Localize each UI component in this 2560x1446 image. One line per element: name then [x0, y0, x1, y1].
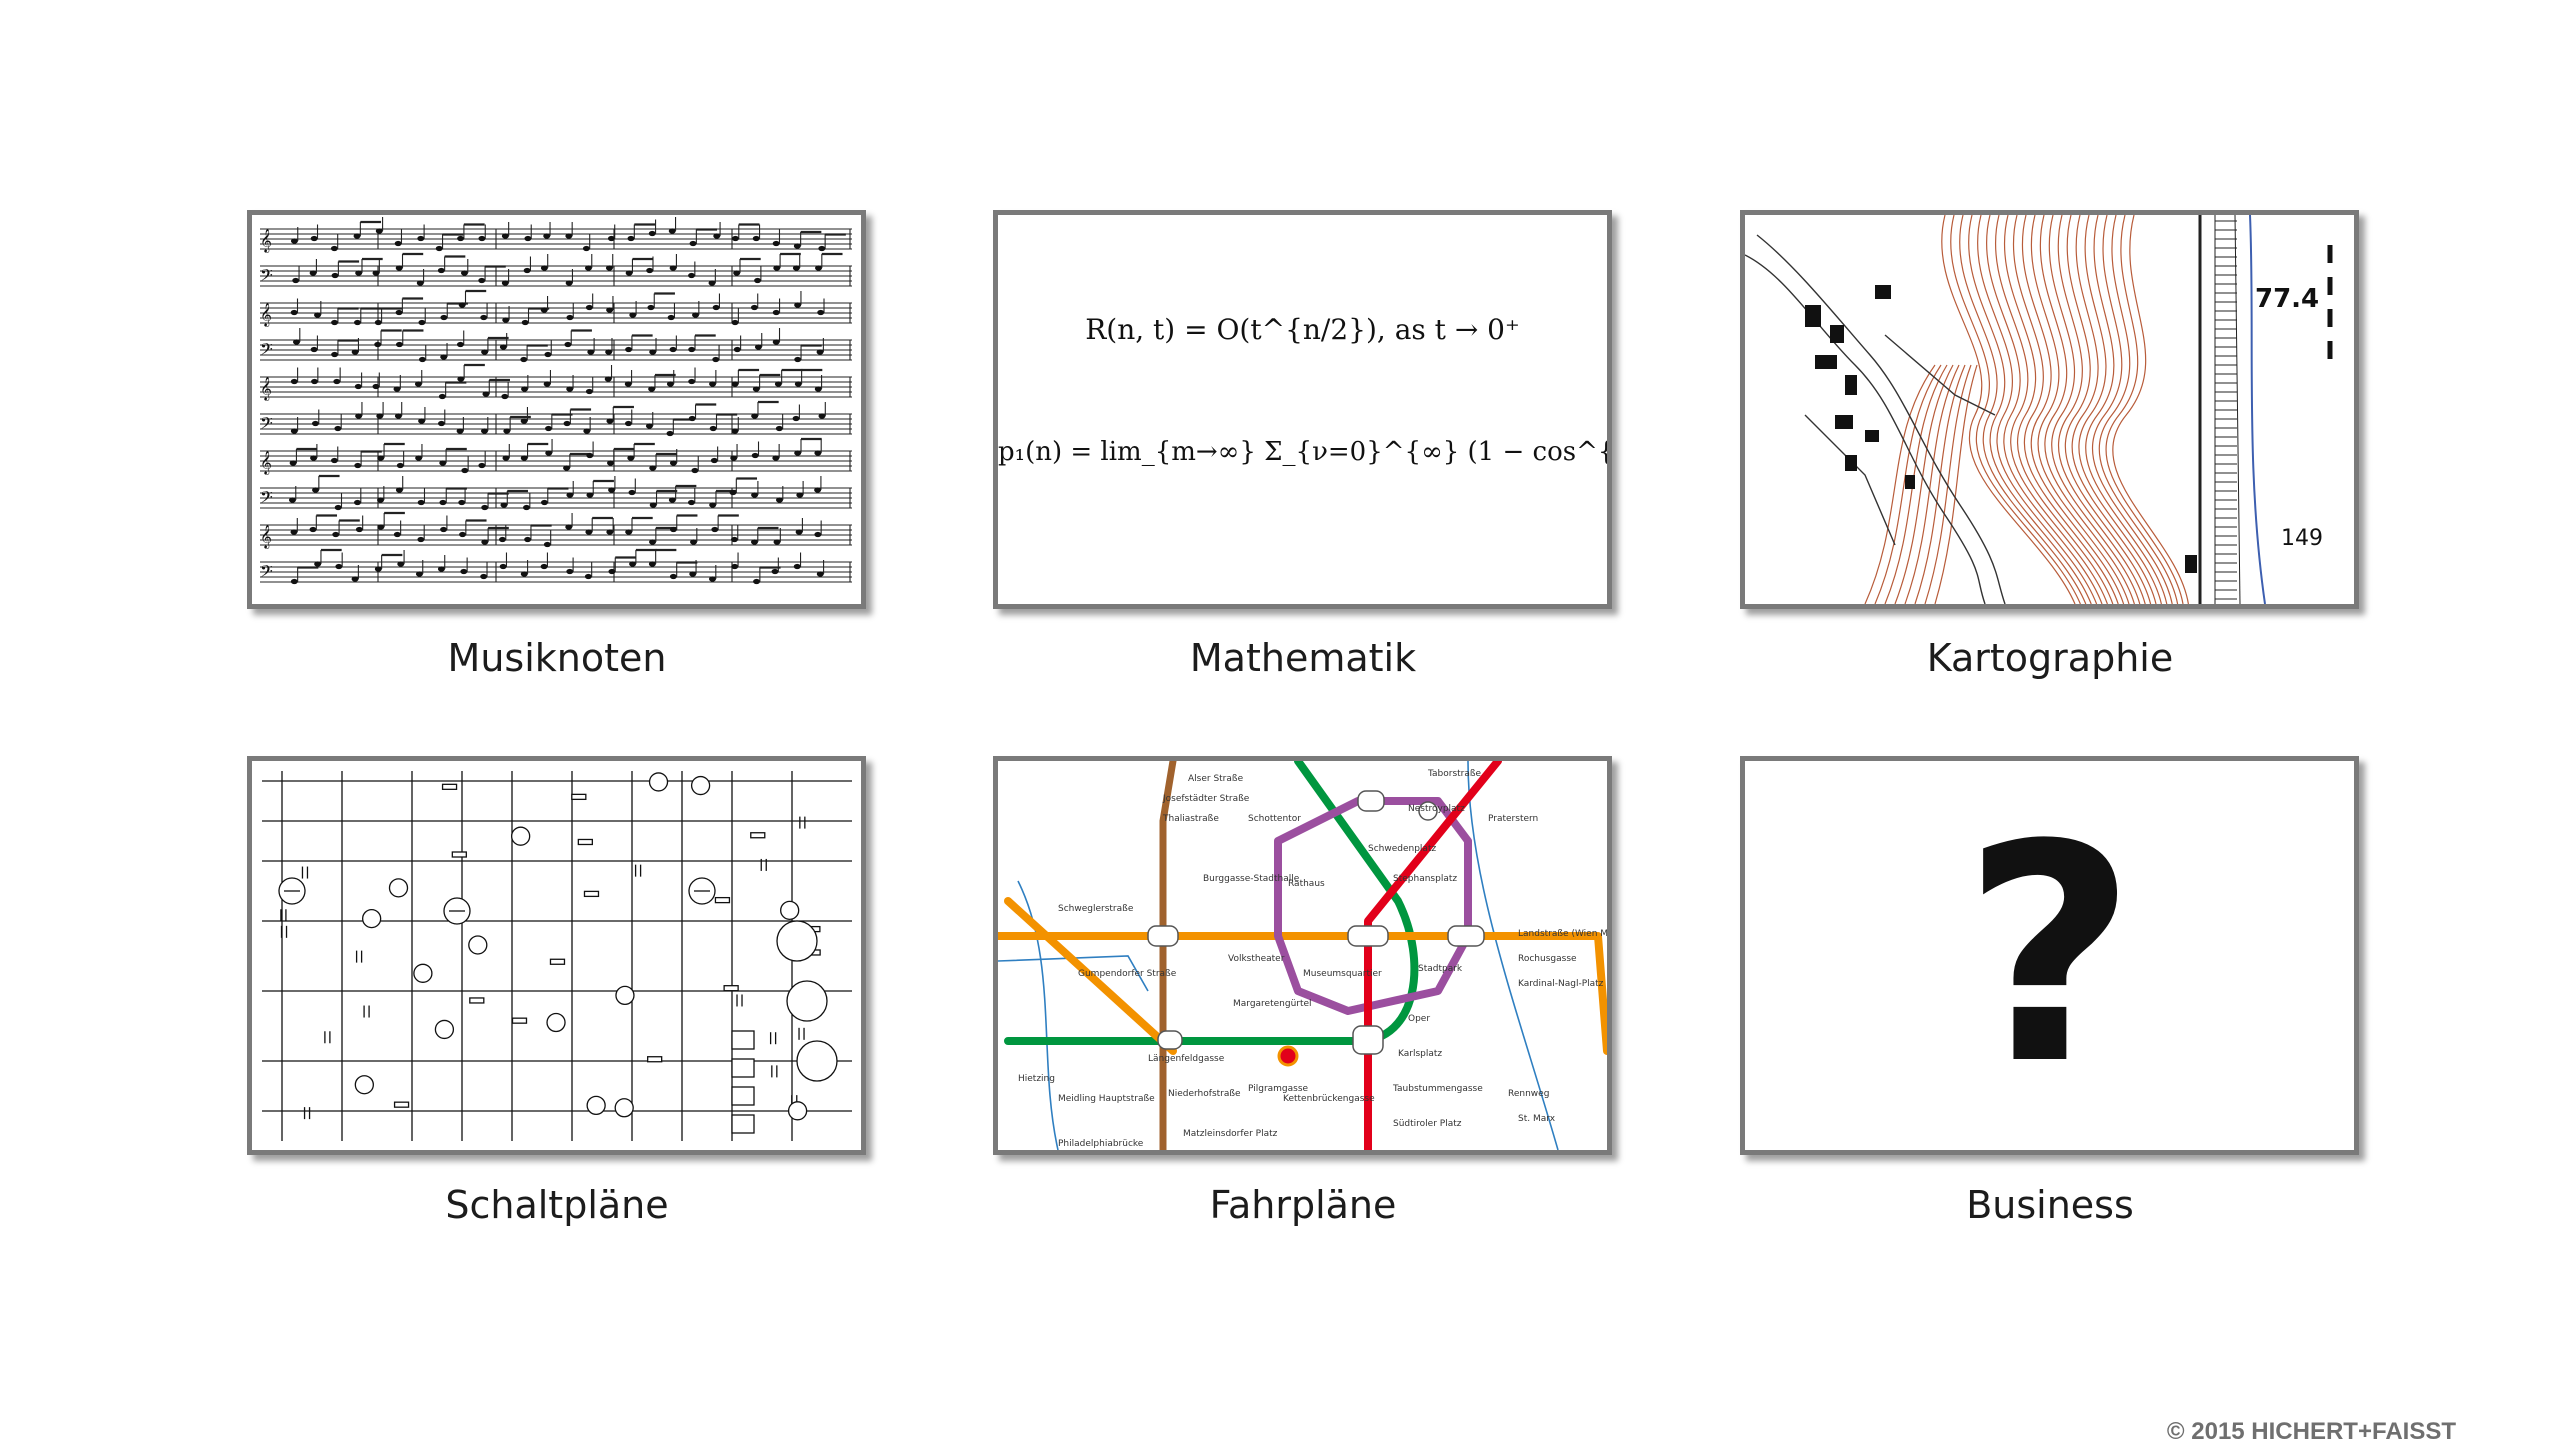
- svg-text:𝄢: 𝄢: [260, 265, 273, 289]
- svg-text:Karlsplatz: Karlsplatz: [1398, 1049, 1442, 1059]
- mathematics-card: R(n, t) = O(t^{n/2}), as t → 0⁺ p₁(n) = …: [993, 210, 1612, 609]
- business-card: ?: [1740, 756, 2359, 1155]
- svg-text:𝄞: 𝄞: [260, 302, 272, 327]
- svg-text:Kettenbrückengasse: Kettenbrückengasse: [1283, 1094, 1375, 1104]
- caption-mathematik: Mathematik: [1189, 636, 1417, 680]
- svg-text:𝄢: 𝄢: [260, 487, 273, 511]
- svg-text:𝄢: 𝄢: [260, 413, 273, 437]
- svg-text:Praterstern: Praterstern: [1488, 814, 1538, 824]
- svg-text:Rathaus: Rathaus: [1288, 879, 1325, 889]
- svg-text:Gumpendorfer Straße: Gumpendorfer Straße: [1078, 969, 1177, 979]
- svg-text:Margaretengürtel: Margaretengürtel: [1233, 999, 1312, 1009]
- map-elevation-label: 77.4: [2255, 284, 2319, 314]
- svg-text:Schweglerstraße: Schweglerstraße: [1058, 904, 1134, 914]
- cartography-card: 77.4 149: [1740, 210, 2359, 609]
- circuit-card: [247, 756, 866, 1155]
- svg-text:Landstraße (Wien Mitte): Landstraße (Wien Mitte): [1518, 929, 1607, 939]
- svg-text:Schwedenplatz: Schwedenplatz: [1368, 844, 1436, 854]
- caption-fahrplaene: Fahrpläne: [1209, 1183, 1397, 1227]
- svg-text:Thaliastraße: Thaliastraße: [1162, 814, 1219, 824]
- question-mark-symbol: ?: [1962, 780, 2137, 1130]
- svg-text:Meidling Hauptstraße: Meidling Hauptstraße: [1058, 1094, 1155, 1104]
- svg-text:Oper: Oper: [1408, 1014, 1430, 1024]
- svg-text:Niederhofstraße: Niederhofstraße: [1168, 1089, 1241, 1099]
- svg-text:𝄞: 𝄞: [260, 450, 272, 475]
- svg-text:Nestroyplatz: Nestroyplatz: [1408, 804, 1465, 814]
- svg-text:𝄢: 𝄢: [260, 339, 273, 363]
- svg-text:Stadtpark: Stadtpark: [1418, 964, 1463, 974]
- svg-text:Matzleinsdorfer Platz: Matzleinsdorfer Platz: [1183, 1129, 1278, 1139]
- caption-kartographie: Kartographie: [1926, 636, 2174, 680]
- formula-1: R(n, t) = O(t^{n/2}), as t → 0⁺: [1085, 313, 1520, 346]
- svg-text:Rennweg: Rennweg: [1508, 1089, 1549, 1099]
- svg-text:Alser Straße: Alser Straße: [1188, 774, 1244, 784]
- svg-text:𝄞: 𝄞: [260, 376, 272, 401]
- sheet-music-card: 𝄞 𝄢 𝄞 𝄢 𝄞 𝄢 𝄞 𝄢 𝄞 𝄢: [247, 210, 866, 609]
- svg-text:Längenfeldgasse: Längenfeldgasse: [1148, 1054, 1225, 1064]
- topographic-map-illustration: 77.4 149: [1745, 215, 2333, 604]
- svg-text:Museumsquartier: Museumsquartier: [1303, 969, 1382, 979]
- copyright-notice: © 2015 HICHERT+FAISST: [2166, 1418, 2456, 1445]
- svg-text:Südtiroler Platz: Südtiroler Platz: [1393, 1119, 1462, 1129]
- svg-text:Josefstädter Straße: Josefstädter Straße: [1162, 794, 1250, 804]
- sheet-music-illustration: 𝄞 𝄢 𝄞 𝄢 𝄞 𝄢 𝄞 𝄢 𝄞 𝄢: [260, 217, 852, 585]
- caption-schaltplaene: Schaltpläne: [445, 1183, 669, 1227]
- svg-text:Schottentor: Schottentor: [1248, 814, 1301, 824]
- svg-text:𝄞: 𝄞: [260, 524, 272, 549]
- caption-business: Business: [1966, 1183, 2134, 1227]
- circuit-diagram-illustration: [262, 771, 852, 1141]
- svg-text:Philadelphiabrücke: Philadelphiabrücke: [1058, 1139, 1144, 1149]
- svg-text:Taubstummengasse: Taubstummengasse: [1392, 1084, 1483, 1094]
- svg-text:Burggasse-Stadthalle: Burggasse-Stadthalle: [1203, 874, 1300, 884]
- svg-text:Stephansplatz: Stephansplatz: [1393, 874, 1457, 884]
- svg-text:Hietzing: Hietzing: [1018, 1074, 1055, 1084]
- caption-musiknoten: Musiknoten: [447, 636, 667, 680]
- svg-text:𝄞: 𝄞: [260, 228, 272, 253]
- svg-text:St. Marx: St. Marx: [1518, 1114, 1556, 1124]
- svg-text:Kardinal-Nagl-Platz: Kardinal-Nagl-Platz: [1518, 979, 1604, 989]
- formula-2: p₁(n) = lim_{m→∞} Σ_{ν=0}^{∞} (1 − cos^{…: [998, 437, 1607, 467]
- svg-text:Volkstheater: Volkstheater: [1228, 954, 1285, 964]
- svg-text:Rochusgasse: Rochusgasse: [1518, 954, 1577, 964]
- map-height-label: 149: [2281, 526, 2323, 551]
- svg-text:Pilgramgasse: Pilgramgasse: [1248, 1084, 1309, 1094]
- svg-text:Taborstraße: Taborstraße: [1427, 769, 1482, 779]
- svg-text:𝄢: 𝄢: [260, 561, 273, 585]
